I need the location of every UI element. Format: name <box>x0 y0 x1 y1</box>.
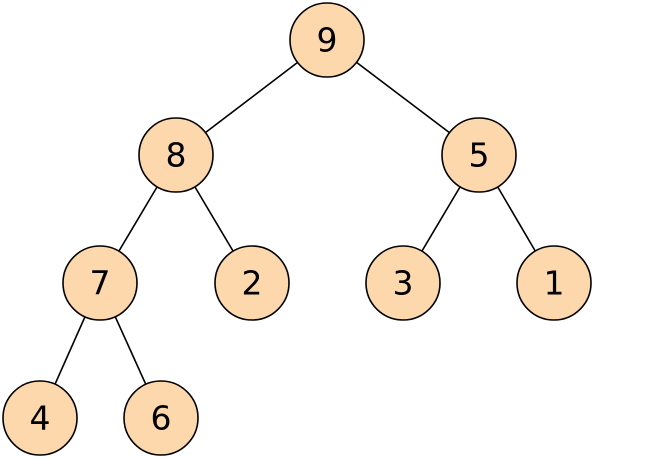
tree-node: 1 <box>516 245 592 321</box>
tree-node-circle <box>2 380 78 456</box>
tree-node: 2 <box>214 245 290 321</box>
tree-node: 5 <box>441 117 517 193</box>
tree-node-label: 9 <box>317 21 338 60</box>
tree-node-label: 4 <box>30 399 51 438</box>
tree-node: 9 <box>289 2 365 78</box>
tree-node: 6 <box>123 380 199 456</box>
tree-node-circle <box>516 245 592 321</box>
tree-node-circle <box>123 380 199 456</box>
tree-node-circle <box>214 245 290 321</box>
tree-node-label: 2 <box>242 264 263 303</box>
tree-nodes: 9 8 5 7 2 3 1 4 6 <box>2 2 592 456</box>
tree-node-circle <box>62 245 138 321</box>
tree-node: 4 <box>2 380 78 456</box>
tree-node-label: 6 <box>151 399 172 438</box>
tree-node-circle <box>365 245 441 321</box>
tree-node-circle <box>441 117 517 193</box>
tree-node-label: 5 <box>469 136 490 175</box>
tree-node: 7 <box>62 245 138 321</box>
tree-node-label: 8 <box>166 136 187 175</box>
tree-node: 3 <box>365 245 441 321</box>
tree-edges <box>39 39 555 419</box>
tree-node-label: 7 <box>90 264 111 303</box>
tree-node-circle <box>289 2 365 78</box>
tree-node-circle <box>138 117 214 193</box>
tree-node-label: 3 <box>393 264 414 303</box>
tree-node: 8 <box>138 117 214 193</box>
tree-node-label: 1 <box>544 264 565 303</box>
